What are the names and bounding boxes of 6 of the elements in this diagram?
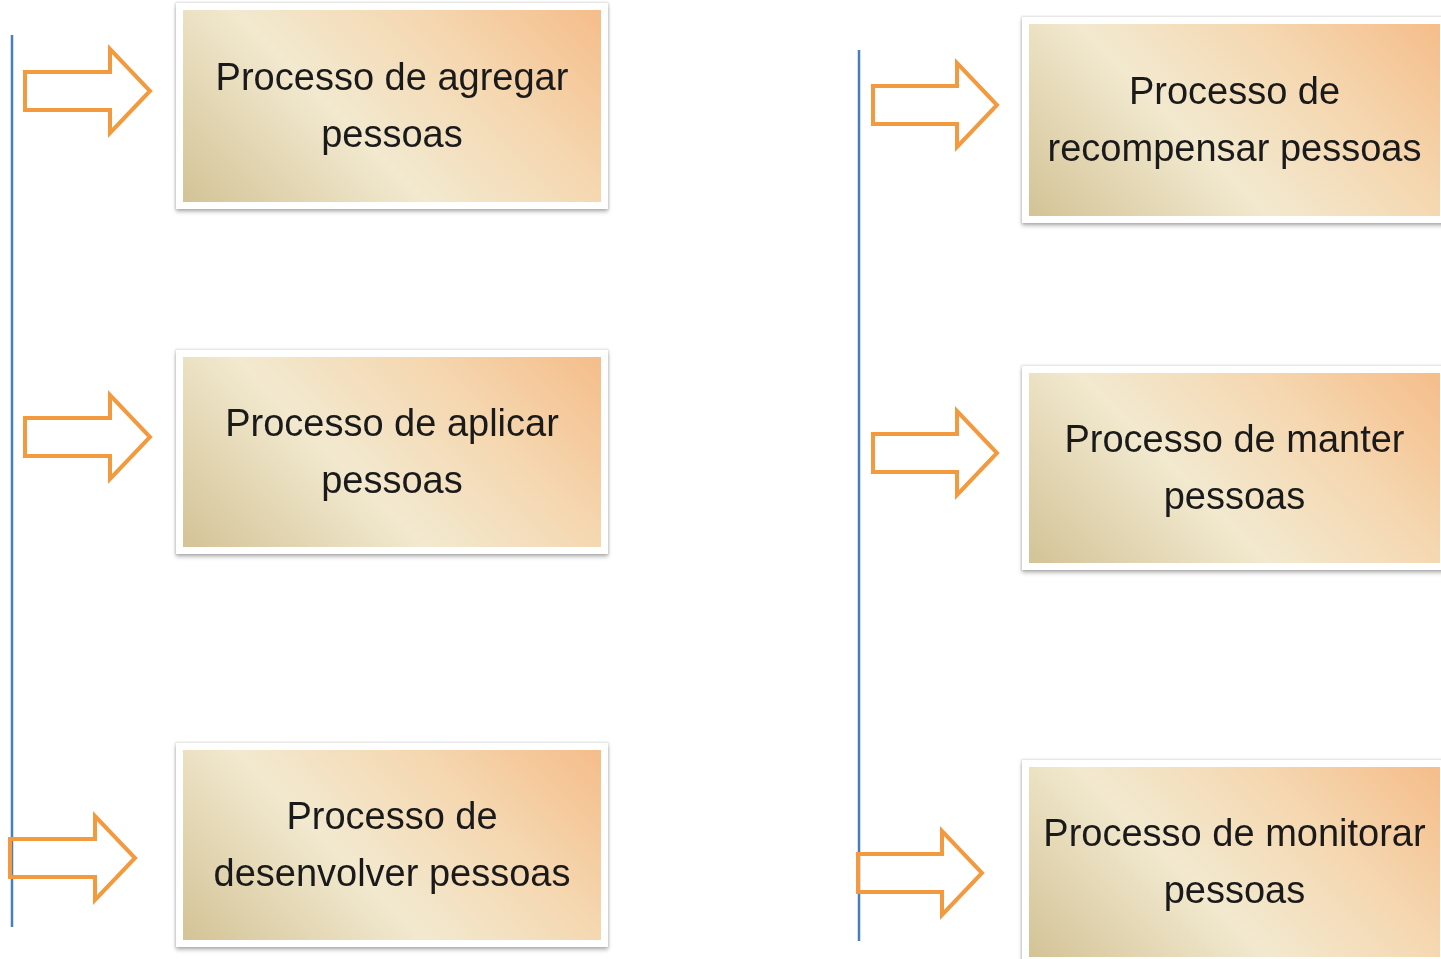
block-arrow [8, 811, 138, 905]
block-arrow [23, 44, 153, 138]
block-arrow [871, 58, 1000, 152]
block-arrow [23, 390, 153, 484]
block-arrow [856, 826, 985, 920]
block-arrow [871, 406, 1000, 500]
